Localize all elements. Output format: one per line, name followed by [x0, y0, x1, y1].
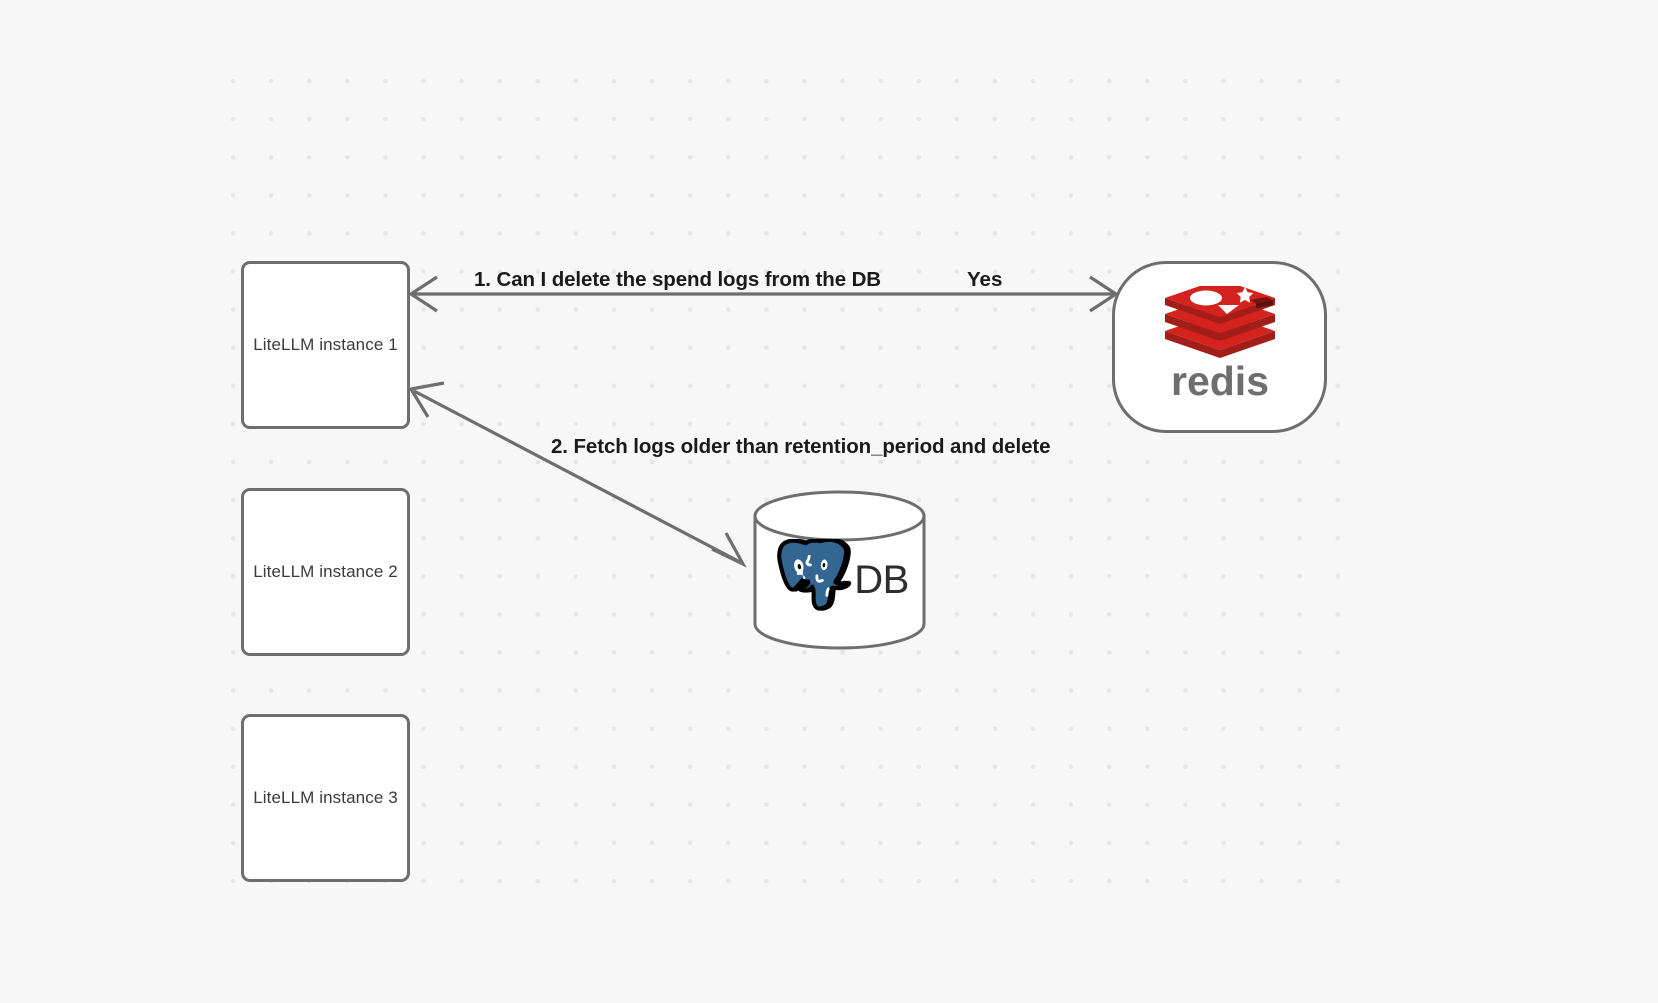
- arrowhead-upleft: [408, 381, 445, 418]
- node-litellm-instance-1[interactable]: LiteLLM instance 1: [241, 261, 410, 429]
- postgresql-elephant-icon: [777, 539, 852, 611]
- edge-label-step-2: 2. Fetch logs older than retention_perio…: [551, 435, 1051, 458]
- redis-wordmark-icon: redis: [1171, 361, 1269, 404]
- arrowhead-left: [408, 275, 438, 313]
- database-logo-row: DB: [752, 534, 927, 626]
- edge-label-step-1-response: Yes: [967, 268, 1003, 291]
- node-database[interactable]: DB: [752, 490, 927, 650]
- node-litellm-instance-2[interactable]: LiteLLM instance 2: [241, 488, 410, 656]
- redis-cube-icon: [1164, 285, 1275, 358]
- edge-db-instance1: [408, 381, 747, 568]
- arrowhead-downright: [711, 532, 747, 568]
- edge-label-step-1: 1. Can I delete the spend logs from the …: [474, 268, 882, 291]
- node-label: LiteLLM instance 1: [253, 334, 398, 354]
- node-redis[interactable]: redis: [1112, 261, 1327, 433]
- database-label: DB: [854, 557, 909, 602]
- svg-text:redis: redis: [1171, 361, 1269, 404]
- redis-logo: redis: [1156, 285, 1284, 405]
- node-label: LiteLLM instance 3: [253, 787, 398, 807]
- node-litellm-instance-3[interactable]: LiteLLM instance 3: [241, 714, 410, 882]
- node-label: LiteLLM instance 2: [253, 561, 398, 581]
